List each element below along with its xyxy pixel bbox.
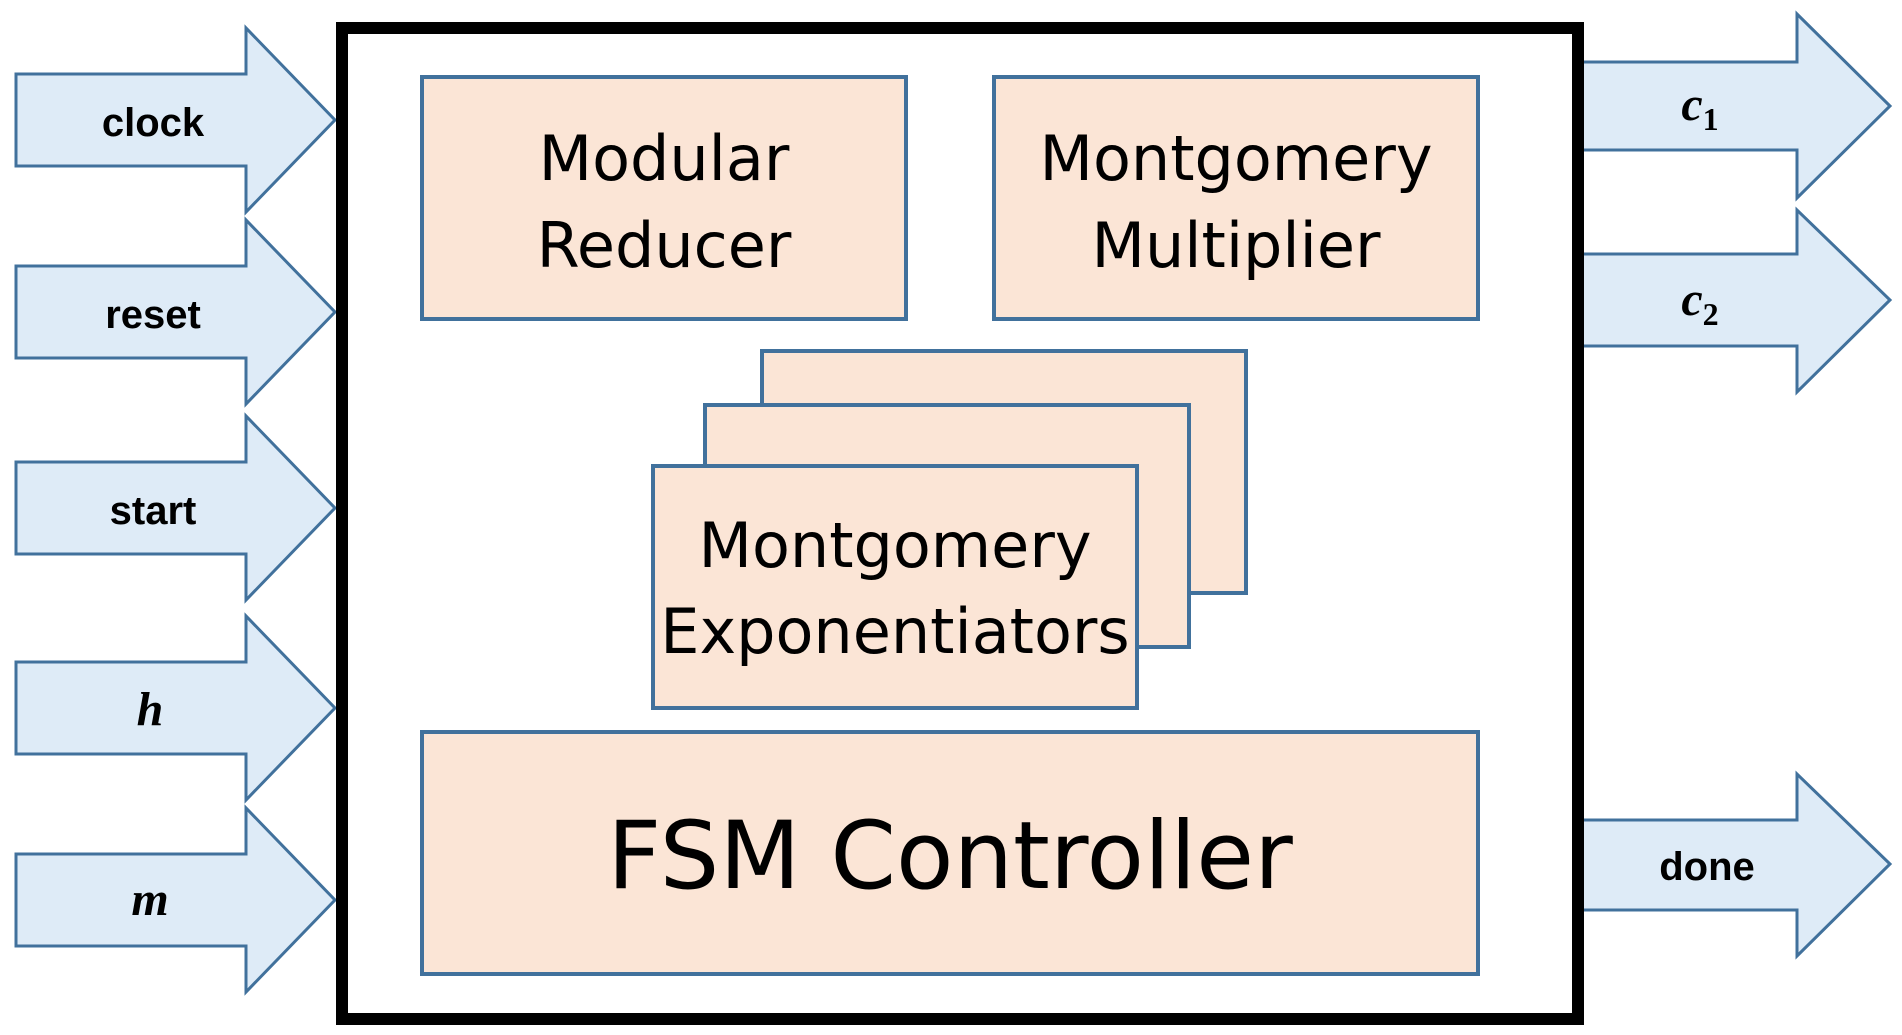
- block-montgomery-multiplier: Montgomery Multiplier: [992, 75, 1480, 321]
- fsm-controller-label: FSM Controller: [607, 802, 1293, 911]
- input-arrow-clock: clock: [14, 24, 338, 216]
- montgomery-multiplier-line1: Montgomery: [1039, 122, 1432, 195]
- input-label-reset: reset: [105, 293, 201, 337]
- input-arrow-m: m: [14, 804, 338, 996]
- output-label-c2-sub: 2: [1703, 296, 1719, 332]
- montgomery-multiplier-line2: Multiplier: [1092, 209, 1382, 282]
- input-arrow-start: start: [14, 412, 338, 604]
- montgomery-exponentiators-line2: Exponentiators: [660, 595, 1129, 668]
- exponentiator-front-layer: [651, 464, 1139, 710]
- modular-reducer-line2: Reducer: [537, 209, 792, 282]
- output-arrow-c2: c2: [1573, 206, 1893, 396]
- output-label-c2: c2: [1681, 273, 1718, 332]
- output-label-c1: c1: [1681, 78, 1718, 137]
- output-label-c1-sub: 1: [1703, 101, 1719, 137]
- input-label-h: h: [137, 683, 164, 736]
- input-label-start: start: [110, 489, 197, 533]
- montgomery-exponentiators-line1: Montgomery: [698, 509, 1091, 582]
- block-modular-reducer: Modular Reducer: [420, 75, 908, 321]
- output-arrow-c1: c1: [1573, 10, 1893, 202]
- block-montgomery-exponentiators: Montgomery Exponentiators: [651, 349, 1248, 710]
- modular-reducer-line1: Modular: [539, 122, 790, 195]
- input-arrow-reset: reset: [14, 216, 338, 408]
- output-label-done: done: [1659, 845, 1755, 889]
- output-arrow-done: done: [1573, 770, 1893, 960]
- input-label-m: m: [131, 873, 168, 926]
- block-fsm-controller: FSM Controller: [420, 730, 1480, 976]
- output-label-c2-base: c: [1681, 273, 1702, 326]
- input-label-clock: clock: [102, 101, 205, 145]
- input-arrow-h: h: [14, 612, 338, 804]
- output-label-c1-base: c: [1681, 78, 1702, 131]
